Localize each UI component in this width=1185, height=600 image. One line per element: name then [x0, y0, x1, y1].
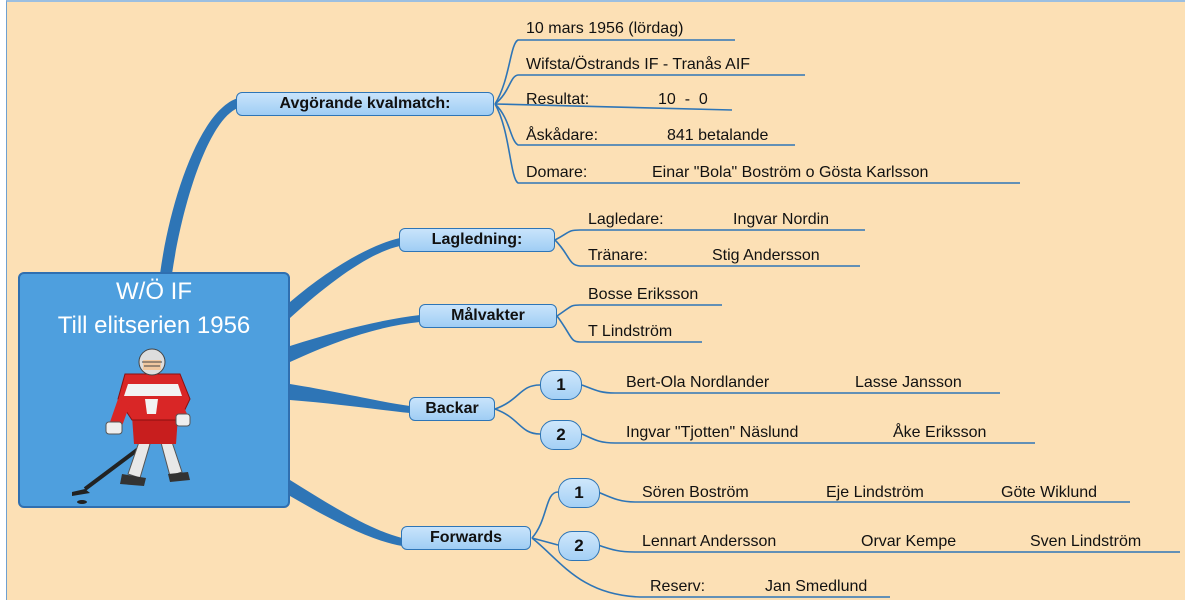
- forward-player: Sven Lindström: [1030, 533, 1142, 550]
- back-player: Åke Eriksson: [893, 424, 987, 441]
- malvakt-2: T Lindström: [588, 323, 673, 340]
- forward-player: Sören Boström: [642, 484, 749, 501]
- kval-result-label: Resultat:: [526, 91, 590, 108]
- backar-pair-1-badge[interactable]: 1: [540, 370, 582, 400]
- back-player: Lasse Jansson: [855, 374, 962, 391]
- reserve-value: Jan Smedlund: [765, 578, 868, 595]
- kval-result-value: 10 - 0: [658, 91, 708, 108]
- malvakt-1: Bosse Eriksson: [588, 286, 699, 303]
- topic-kvalmatch[interactable]: Avgörande kvalmatch:: [236, 92, 494, 116]
- kval-date: 10 mars 1956 (lördag): [526, 20, 684, 37]
- kval-crowd-label: Åskådare:: [526, 127, 599, 144]
- topic-backar[interactable]: Backar: [409, 397, 495, 421]
- topic-forwards[interactable]: Forwards: [401, 526, 531, 550]
- lagledare-label: Lagledare:: [588, 211, 664, 228]
- reserve-label: Reserv:: [650, 578, 706, 595]
- topic-malvakter[interactable]: Målvakter: [419, 304, 557, 328]
- kval-referee-value: Einar "Bola" Boström o Gösta Karlsson: [652, 164, 929, 181]
- kval-referee-label: Domare:: [526, 164, 588, 181]
- tranare-value: Stig Andersson: [712, 247, 820, 264]
- central-title: W/Ö IF: [116, 278, 192, 305]
- tranare-label: Tränare:: [588, 247, 648, 264]
- central-subtitle: Till elitserien 1956: [57, 312, 251, 339]
- kval-crowd-value: 841 betalande: [667, 127, 769, 144]
- forwards-line-1-badge[interactable]: 1: [558, 478, 600, 508]
- forward-player: Göte Wiklund: [1001, 484, 1098, 501]
- back-player: Bert-Ola Nordlander: [626, 374, 770, 391]
- kval-teams: Wifsta/Östrands IF - Tranås AIF: [526, 56, 751, 73]
- forward-player: Eje Lindström: [826, 484, 924, 501]
- lagledare-value: Ingvar Nordin: [733, 211, 830, 228]
- back-player: Ingvar "Tjotten" Näslund: [626, 424, 799, 441]
- central-topic[interactable]: W/Ö IF Till elitserien 1956: [18, 272, 290, 508]
- forward-player: Lennart Andersson: [642, 533, 777, 550]
- forwards-line-2-badge[interactable]: 2: [558, 531, 600, 561]
- hockey-player-icon: [72, 348, 191, 504]
- topic-lagledning[interactable]: Lagledning:: [399, 228, 555, 252]
- backar-pair-2-badge[interactable]: 2: [540, 420, 582, 450]
- forward-player: Orvar Kempe: [861, 533, 957, 550]
